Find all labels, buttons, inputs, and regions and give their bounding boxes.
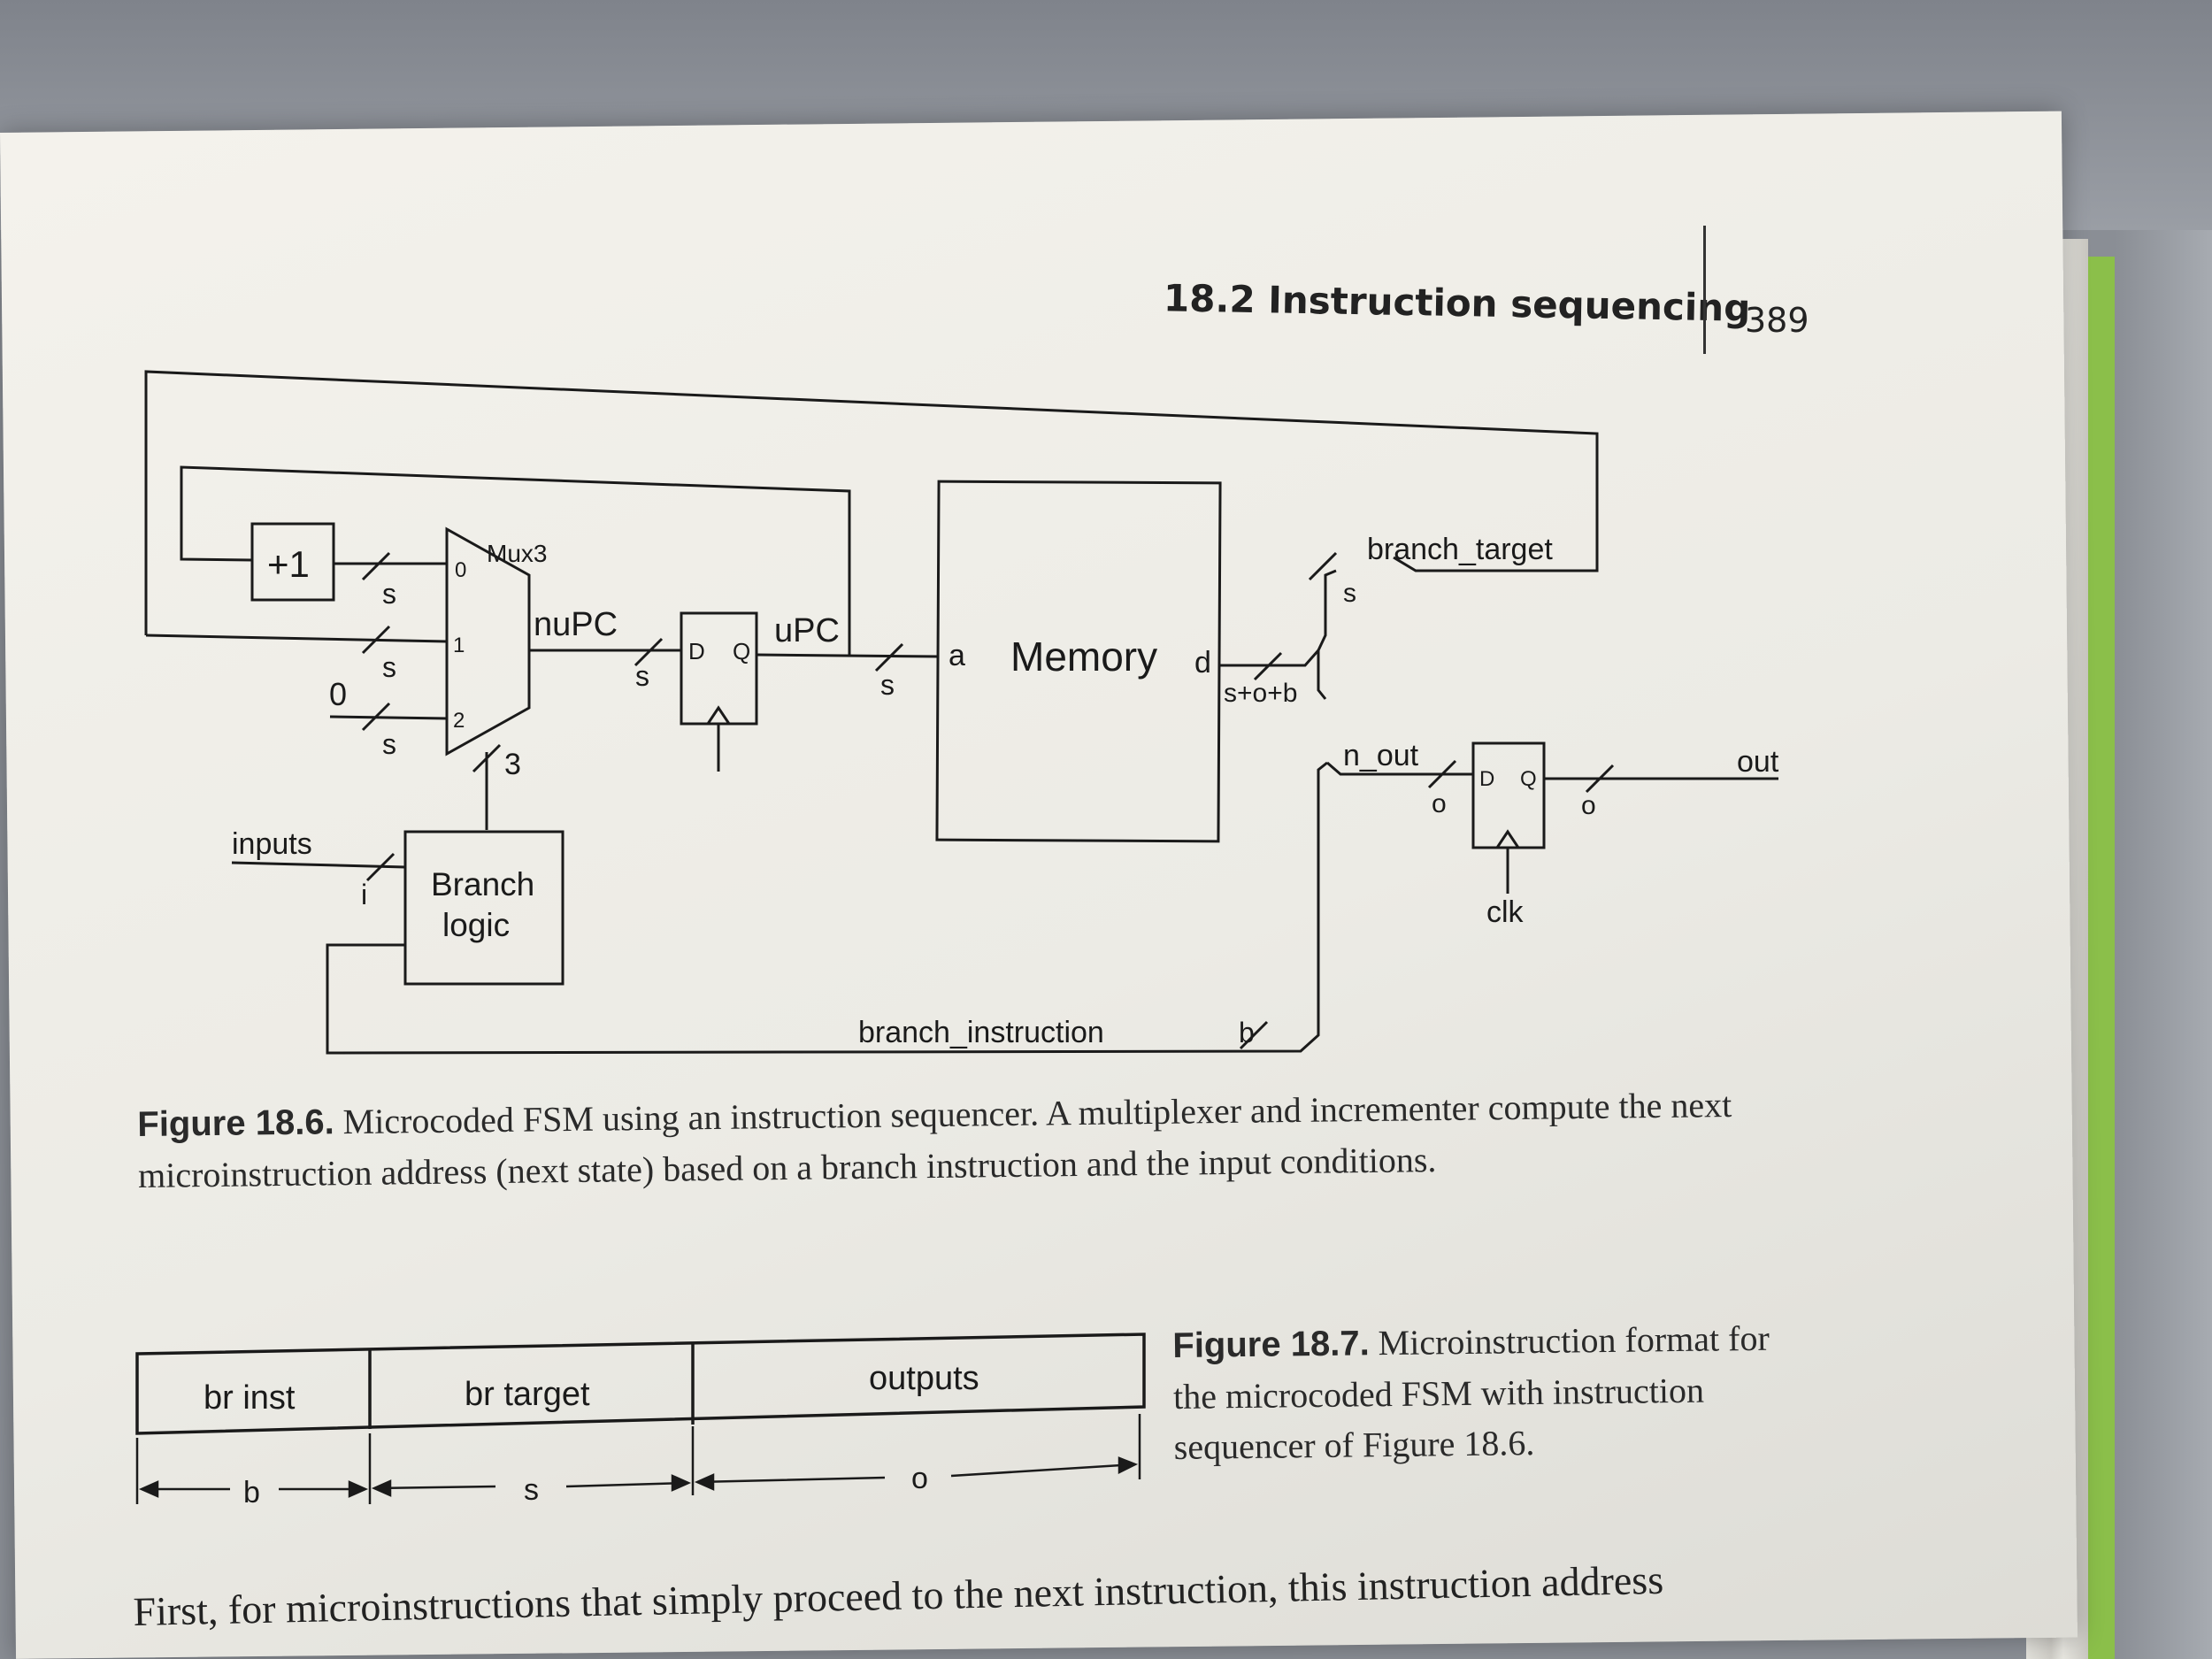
upc-register-clock (706, 705, 731, 725)
figure-18-7-caption: Figure 18.7. Microinstruction format for… (1172, 1312, 1811, 1472)
branch-logic-label-1: Branch (431, 866, 534, 902)
memory-port-a: a (949, 639, 965, 672)
inputs-label: inputs (232, 827, 312, 861)
output-register-clock (1495, 829, 1520, 849)
field-br-target: br target (465, 1376, 590, 1413)
increment-label: +1 (267, 543, 310, 585)
n-out-wire (1326, 761, 1473, 776)
figure-18-6-caption-text: Microcoded FSM using an instruction sequ… (137, 1084, 1732, 1195)
target-to-mux-wire (145, 634, 448, 643)
branch-target-label: branch_target (1367, 533, 1553, 566)
n-out-label: n_out (1343, 739, 1419, 772)
mux-label: Mux3 (487, 540, 547, 567)
figure-18-7-format (135, 1333, 1146, 1504)
dff1-d-label: D (688, 638, 705, 664)
width-s-6: s (1343, 579, 1356, 608)
field-outputs: outputs (869, 1360, 979, 1397)
width-s: s (524, 1473, 539, 1507)
width-s-2: s (382, 651, 396, 683)
nupc-label: nuPC (534, 606, 618, 643)
figure-18-6-caption-label: Figure 18.6. (137, 1102, 334, 1144)
width-b-label: b (1239, 1017, 1255, 1048)
branch-logic-box (403, 830, 565, 986)
width-s-4: s (635, 660, 649, 692)
mux-input-1: 1 (453, 634, 465, 657)
width-o-2: o (1581, 791, 1596, 820)
branch-instruction-wire (326, 761, 1328, 1055)
mux3-shape (445, 526, 531, 757)
branch-target-feedback-wire (144, 370, 1599, 635)
figure-18-6-caption: Figure 18.6. Microcoded FSM using an ins… (137, 1079, 1766, 1201)
width-s-3: s (382, 728, 396, 760)
memory-label: Memory (1010, 634, 1157, 680)
dff1-q-label: Q (733, 638, 750, 664)
increment-box (250, 522, 335, 602)
select-width-label: 3 (504, 748, 521, 781)
memory-width-label: s+o+b (1224, 679, 1297, 708)
clk-label: clk (1486, 895, 1525, 929)
width-s-5: s (880, 669, 895, 701)
dff2-d-label: D (1479, 767, 1494, 791)
mux-input-0: 0 (455, 558, 466, 582)
figure-18-7-caption-label: Figure 18.7. (1172, 1324, 1370, 1365)
memory-block (935, 480, 1222, 843)
out-label: out (1737, 745, 1779, 779)
width-o: o (911, 1462, 928, 1495)
field-br-inst: br inst (204, 1379, 296, 1417)
upc-label: uPC (774, 612, 840, 649)
width-s-1: s (382, 578, 396, 610)
header-rule (1703, 226, 1706, 354)
inputs-wire (231, 861, 406, 869)
zero-input-label: 0 (329, 676, 347, 712)
dff2-q-label: Q (1520, 767, 1537, 791)
width-o-1: o (1432, 789, 1447, 818)
memory-port-d: d (1194, 646, 1211, 680)
zero-to-mux-wire (329, 715, 448, 720)
width-i-label: i (361, 879, 367, 910)
upc-wire (756, 653, 939, 658)
branch-instruction-label: branch_instruction (858, 1016, 1104, 1049)
background-right (2115, 230, 2212, 1659)
page-number: 389 (1745, 301, 1809, 340)
width-b: b (243, 1476, 260, 1509)
mux-input-2: 2 (453, 709, 465, 733)
branch-logic-label-2: logic (442, 907, 510, 943)
upc-feedback-wire (180, 465, 851, 655)
